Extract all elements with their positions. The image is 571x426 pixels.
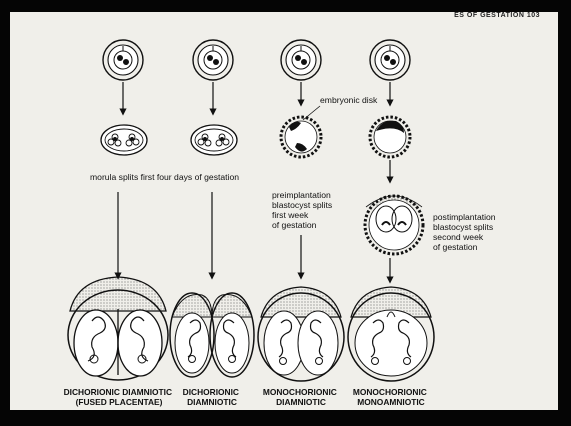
outcome-1-line-2: (FUSED PLACENTAE) (76, 397, 163, 407)
outcome-4-line-2: MONOAMNIOTIC (357, 397, 424, 407)
outcome-4-line-1: MONOCHORIONIC (353, 387, 427, 397)
outcome-2-caption: DICHORIONIC DIAMNIOTIC (183, 387, 242, 407)
postimplantation-line-1: postimplantation (433, 212, 496, 222)
outcome-dichorionic-fused (68, 277, 168, 380)
preimplantation-caption: preimplantation blastocyst splits first … (272, 190, 335, 230)
morula-caption: morula splits first four days of gestati… (90, 172, 239, 182)
outcome-1-caption: DICHORIONIC DIAMNIOTIC (FUSED PLACENTAE) (64, 387, 175, 407)
outcome-dichorionic-separate (170, 293, 254, 377)
zygote-1 (103, 40, 143, 80)
outcome-3-line-1: MONOCHORIONIC (263, 387, 337, 397)
blastocyst-postimplantation (370, 117, 410, 157)
postimplantation-line-2: blastocyst splits (433, 222, 493, 232)
outcome-2-line-1: DICHORIONIC (183, 387, 239, 397)
outcome-3-caption: MONOCHORIONIC DIAMNIOTIC (263, 387, 339, 407)
outcome-2-line-2: DIAMNIOTIC (187, 397, 237, 407)
zygote-4 (370, 40, 410, 80)
embryonic-disk-label: embryonic disk (320, 95, 378, 105)
outcome-4-caption: MONOCHORIONIC MONOAMNIOTIC (353, 387, 429, 407)
preimplantation-line-2: blastocyst splits (272, 200, 332, 210)
zygote-3 (281, 40, 321, 80)
postimplantation-caption: postimplantation blastocyst splits secon… (433, 212, 498, 252)
outcome-1-line-1: DICHORIONIC DIAMNIOTIC (64, 387, 172, 397)
outcome-3-line-2: DIAMNIOTIC (276, 397, 326, 407)
preimplantation-line-1: preimplantation (272, 190, 331, 200)
split-morula-1 (101, 125, 147, 155)
zygote-2 (193, 40, 233, 80)
blastocyst-preimplantation (281, 117, 321, 157)
postimplantation-line-4: of gestation (433, 242, 478, 252)
preimplantation-line-4: of gestation (272, 220, 317, 230)
split-morula-2 (191, 125, 237, 155)
postimplantation-line-3: second week (433, 232, 484, 242)
preimplantation-line-3: first week (272, 210, 309, 220)
embryonic-disk-pointer (303, 106, 320, 120)
implanted-blastocyst (365, 196, 423, 254)
outcome-monochorionic-diamniotic (258, 287, 344, 381)
outcome-monochorionic-monoamniotic (348, 287, 434, 381)
